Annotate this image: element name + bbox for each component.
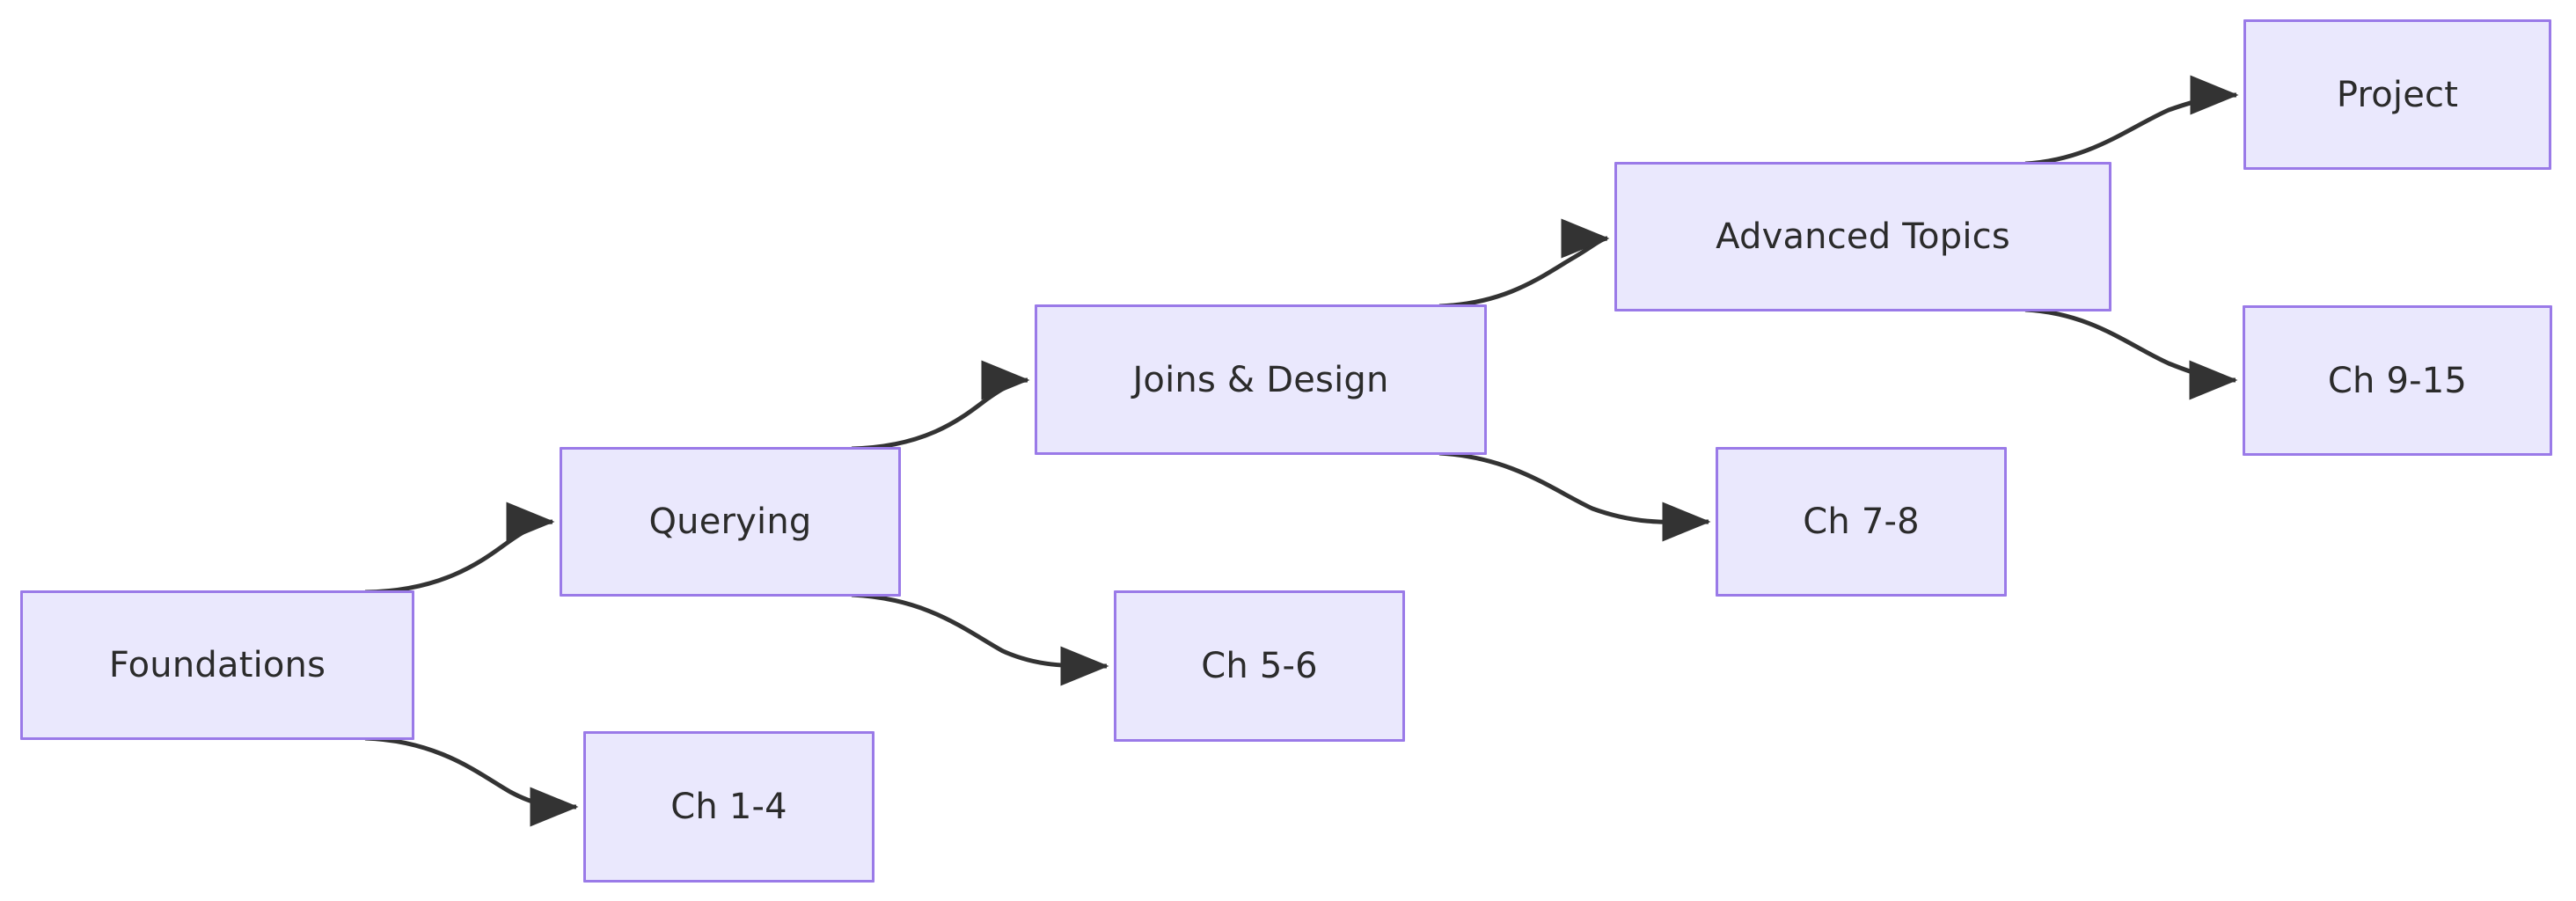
edge-joins-design-to-advanced-topics (1438, 218, 1610, 309)
node-joins-design[interactable]: Joins & Design (1035, 304, 1487, 455)
node-foundations[interactable]: Foundations (20, 590, 414, 740)
node-ch7-8[interactable]: Ch 7-8 (1716, 447, 2007, 597)
node-ch9-15[interactable]: Ch 9-15 (2243, 305, 2552, 456)
node-label-ch5-6: Ch 5-6 (1201, 646, 1318, 686)
node-label-joins-design: Joins & Design (1132, 359, 1389, 400)
node-ch1-4[interactable]: Ch 1-4 (583, 731, 875, 883)
node-label-ch9-15: Ch 9-15 (2327, 360, 2468, 401)
node-label-advanced-topics: Advanced Topics (1716, 216, 2010, 257)
edge-querying-to-joins-design (851, 360, 1030, 451)
edge-foundations-to-ch1-4 (364, 736, 579, 827)
node-querying[interactable]: Querying (560, 447, 901, 597)
node-advanced-topics[interactable]: Advanced Topics (1614, 162, 2111, 311)
node-label-querying: Querying (648, 502, 812, 542)
edge-foundations-to-querying (364, 502, 555, 595)
node-label-foundations: Foundations (108, 645, 326, 685)
node-label-ch7-8: Ch 7-8 (1803, 502, 1920, 542)
edge-querying-to-ch5-6 (851, 592, 1109, 686)
node-label-ch1-4: Ch 1-4 (670, 787, 787, 827)
node-project[interactable]: Project (2243, 19, 2551, 170)
node-label-project: Project (2336, 74, 2459, 115)
edge-advanced-topics-to-project (2024, 75, 2239, 166)
edge-joins-design-to-ch7-8 (1438, 450, 1711, 542)
node-ch5-6[interactable]: Ch 5-6 (1114, 590, 1405, 742)
edge-advanced-topics-to-ch9-15 (2024, 307, 2238, 400)
